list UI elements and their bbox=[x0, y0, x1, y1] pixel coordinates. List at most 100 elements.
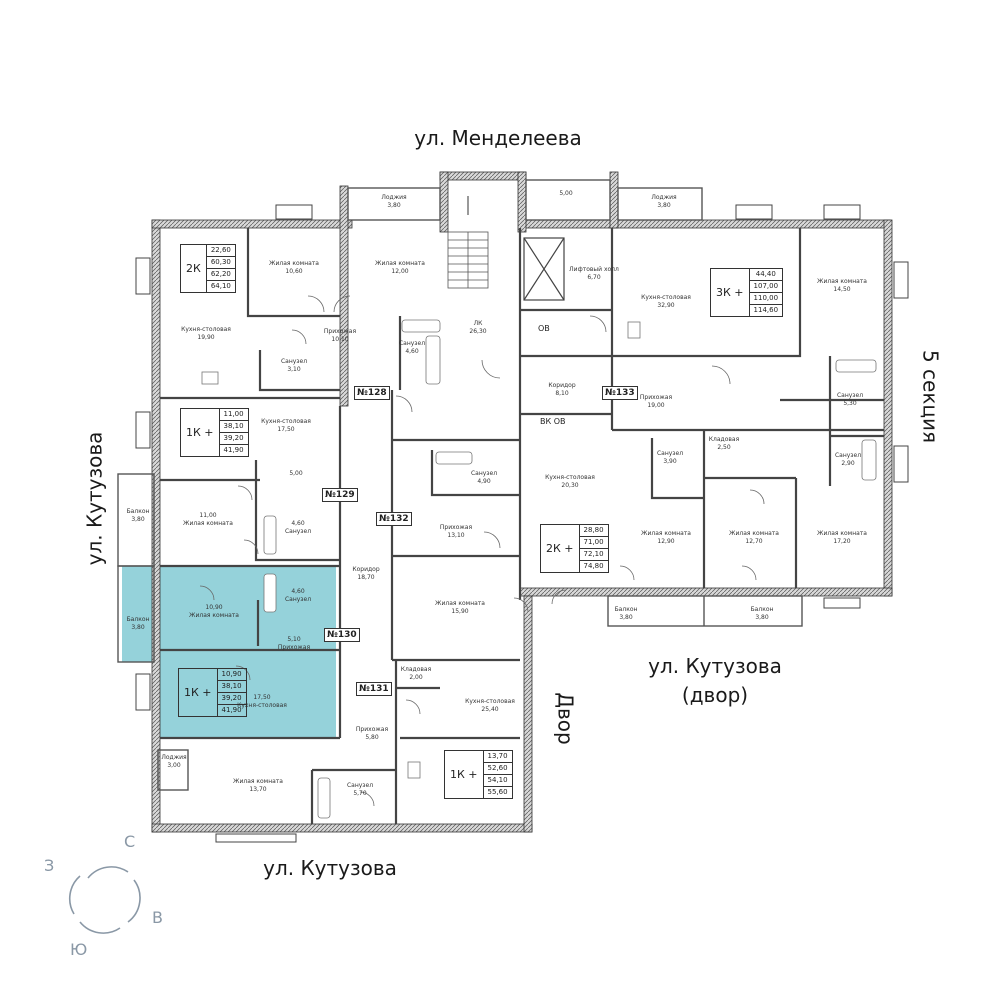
apartment-number-132[interactable]: №132 bbox=[376, 512, 412, 526]
room-name: Лоджия bbox=[651, 194, 677, 201]
room-name: Кладовая bbox=[708, 436, 740, 443]
apartment-area: 39,20 bbox=[217, 693, 246, 705]
room-name: Коридор bbox=[548, 382, 576, 389]
room-area: 4,60 bbox=[291, 588, 305, 595]
apartment-number-130[interactable]: №130 bbox=[324, 628, 360, 642]
room-area: 32,90 bbox=[657, 302, 675, 310]
apartment-type: 2К + bbox=[541, 525, 580, 572]
windows bbox=[135, 204, 909, 843]
room-name: Санузел bbox=[656, 450, 684, 457]
room-area: 13,70 bbox=[249, 786, 267, 794]
apartment-number-128[interactable]: №128 bbox=[354, 386, 390, 400]
room-label: 5,00 bbox=[256, 470, 336, 478]
street-bottom: ул. Кутузова bbox=[263, 856, 397, 880]
apartment-card-1k-left-selected[interactable]: 1К + 10,90 38,10 39,20 41,90 bbox=[178, 668, 247, 717]
room-area: 3,80 bbox=[657, 202, 671, 210]
room-name: Прихожая bbox=[277, 644, 311, 652]
apartment-type: 1К + bbox=[181, 409, 220, 456]
room-area: 5,00 bbox=[289, 470, 303, 477]
room-area: 10,60 bbox=[285, 268, 303, 276]
room-name: Санузел bbox=[284, 596, 312, 604]
apartment-number-129[interactable]: №129 bbox=[322, 488, 358, 502]
compass-east: В bbox=[152, 908, 163, 927]
room-area: 3,80 bbox=[387, 202, 401, 210]
apartment-area: 41,90 bbox=[223, 446, 244, 454]
room-area: 5,00 bbox=[559, 190, 573, 197]
room-area: 6,70 bbox=[587, 274, 601, 282]
room-area: 20,30 bbox=[561, 482, 579, 490]
street-top: ул. Менделеева bbox=[414, 126, 582, 150]
apartment-number-131[interactable]: №131 bbox=[356, 682, 392, 696]
room-area: 3,90 bbox=[663, 458, 677, 466]
room-name: Балкон bbox=[126, 616, 150, 623]
room-area: 5,70 bbox=[353, 790, 367, 798]
apartment-card-1k-center-bottom[interactable]: 1К + 13,70 52,60 54,10 55,60 bbox=[444, 750, 513, 799]
compass-icon bbox=[68, 866, 141, 934]
street-yard: ул. Кутузова (двор) bbox=[620, 652, 810, 710]
room-name: Санузел bbox=[834, 452, 862, 459]
apartment-area: 107,00 bbox=[749, 281, 783, 293]
room-area: 11,00 bbox=[199, 512, 217, 519]
room-name: Жилая комната bbox=[183, 520, 233, 528]
room-name: Прихожая bbox=[355, 726, 389, 733]
apartment-card-2k-center[interactable]: 2К + 28,80 71,00 72,10 74,80 bbox=[540, 524, 609, 573]
room-area: 26,30 bbox=[469, 328, 487, 336]
room-name: Кухня-столовая bbox=[641, 294, 691, 301]
room-area: 3,80 bbox=[619, 614, 633, 622]
room-name: Жилая комната bbox=[641, 530, 691, 537]
room-name: Прихожая bbox=[323, 328, 357, 335]
street-yard-line1: ул. Кутузова bbox=[648, 654, 782, 678]
room-area: 2,50 bbox=[717, 444, 731, 452]
selected-apartment[interactable] bbox=[122, 566, 336, 738]
apartment-card-1k-left-upper[interactable]: 1К + 11,00 38,10 39,20 41,90 bbox=[180, 408, 249, 457]
apartment-type: 2К bbox=[181, 245, 207, 292]
room-area: 3,00 bbox=[167, 762, 181, 770]
room-area: 5,80 bbox=[365, 734, 379, 742]
room-name: Санузел bbox=[836, 392, 864, 399]
apartment-type: 1К + bbox=[445, 751, 484, 798]
apartment-number-133[interactable]: №133 bbox=[602, 386, 638, 400]
room-name: ЛК bbox=[473, 320, 483, 327]
apartment-card-2k-top-left[interactable]: 2К 22,60 60,30 62,20 64,10 bbox=[180, 244, 236, 293]
apartment-area: 114,60 bbox=[753, 306, 779, 314]
utility-shaft: ВК ОВ bbox=[540, 417, 566, 426]
apartment-card-3k-right[interactable]: 3К + 44,40 107,00 110,00 114,60 bbox=[710, 268, 784, 317]
room-area: 3,80 bbox=[131, 516, 145, 524]
room-name: Санузел bbox=[280, 358, 308, 365]
room-area: 8,10 bbox=[555, 390, 569, 398]
room-name: Лоджия bbox=[161, 754, 187, 761]
room-name: Балкон bbox=[750, 606, 774, 613]
apartment-area: 28,80 bbox=[579, 525, 608, 537]
room-area: 3,80 bbox=[755, 614, 769, 622]
apartment-area: 72,10 bbox=[579, 549, 608, 561]
room-name: Санузел bbox=[284, 528, 312, 536]
balconies bbox=[117, 179, 803, 791]
room-name: Прихожая bbox=[639, 394, 673, 401]
room-name: Санузел bbox=[346, 782, 374, 789]
room-area: 19,90 bbox=[197, 334, 215, 342]
apartment-area: 55,60 bbox=[487, 788, 508, 796]
room-name: Прихожая bbox=[439, 524, 473, 531]
room-area: 4,60 bbox=[291, 520, 305, 527]
apartment-area: 71,00 bbox=[579, 537, 608, 549]
